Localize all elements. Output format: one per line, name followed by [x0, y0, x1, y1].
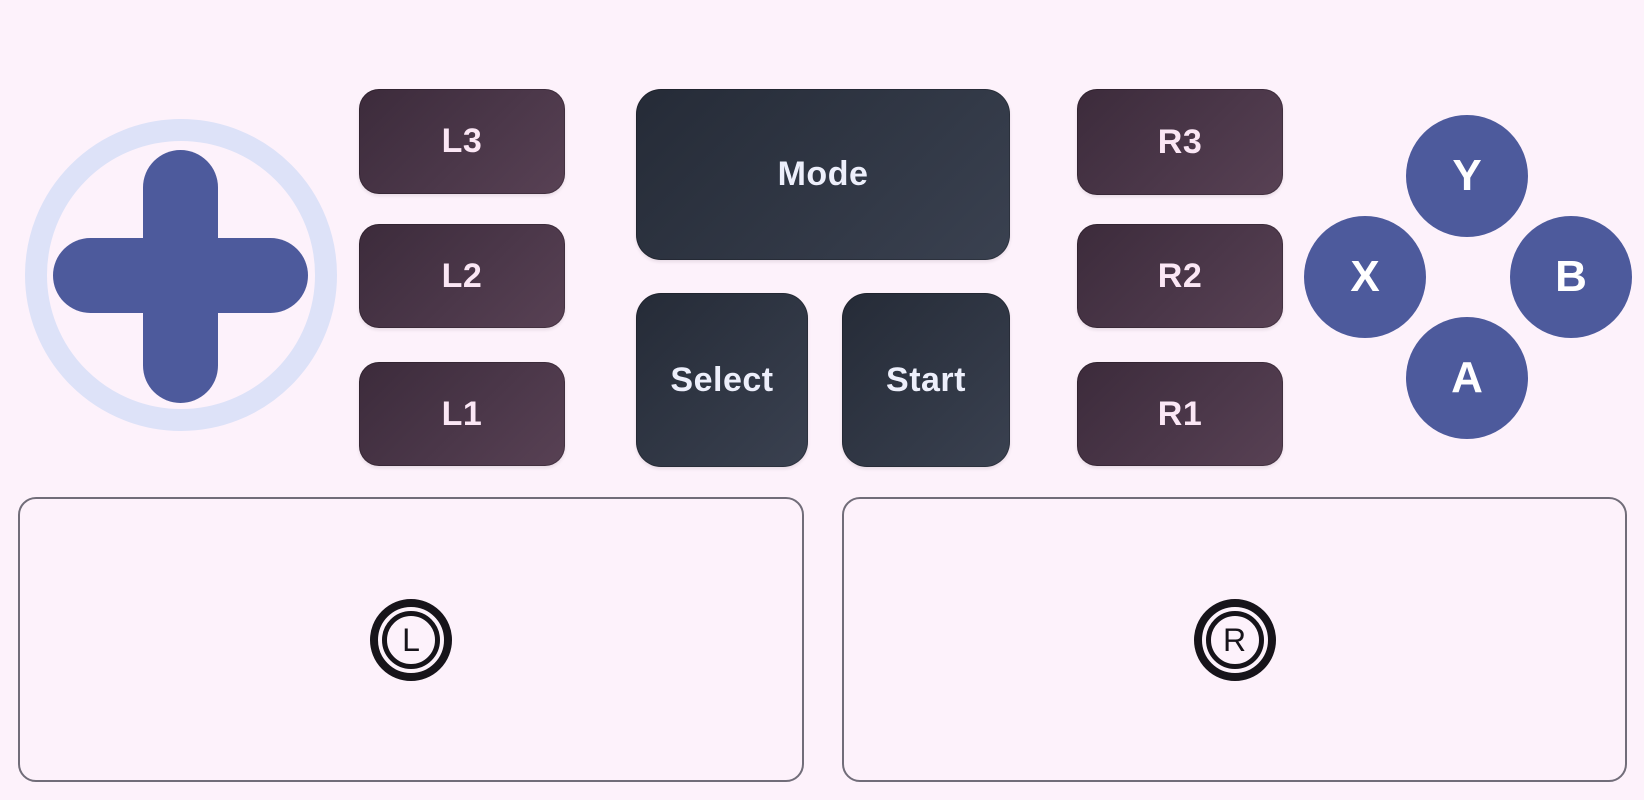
button-x[interactable]: X [1304, 216, 1426, 338]
button-y[interactable]: Y [1406, 115, 1528, 237]
button-b-label: B [1555, 252, 1587, 301]
button-r3-label: R3 [1157, 122, 1203, 161]
left-stick-icon-letter: L [382, 610, 440, 669]
right-stick-panel: R [842, 497, 1627, 782]
button-l2-label: L2 [441, 256, 483, 295]
button-start[interactable]: Start [842, 293, 1010, 467]
button-l1-label: L1 [441, 394, 483, 433]
left-stick-icon[interactable]: L [370, 598, 452, 681]
left-stick-panel: L [18, 497, 804, 782]
right-stick-icon-letter: R [1205, 610, 1264, 669]
button-start-label: Start [886, 360, 966, 399]
button-l3[interactable]: L3 [359, 89, 565, 194]
button-l3-label: L3 [441, 122, 483, 160]
button-mode[interactable]: Mode [636, 89, 1010, 260]
button-r1[interactable]: R1 [1077, 362, 1283, 466]
button-l2[interactable]: L2 [359, 224, 565, 328]
button-l1[interactable]: L1 [359, 362, 565, 466]
button-r1-label: R1 [1157, 394, 1203, 433]
button-a[interactable]: A [1406, 317, 1528, 439]
dpad-vertical-axis[interactable] [143, 150, 218, 403]
button-select[interactable]: Select [636, 293, 808, 467]
button-mode-label: Mode [777, 155, 869, 193]
button-x-label: X [1350, 252, 1380, 301]
button-select-label: Select [670, 360, 774, 399]
right-stick-icon[interactable]: R [1193, 598, 1276, 681]
button-r2-label: R2 [1157, 256, 1203, 295]
button-r3[interactable]: R3 [1077, 89, 1283, 195]
button-r2[interactable]: R2 [1077, 224, 1283, 328]
button-a-label: A [1451, 353, 1483, 402]
button-y-label: Y [1452, 151, 1482, 200]
button-b[interactable]: B [1510, 216, 1632, 338]
